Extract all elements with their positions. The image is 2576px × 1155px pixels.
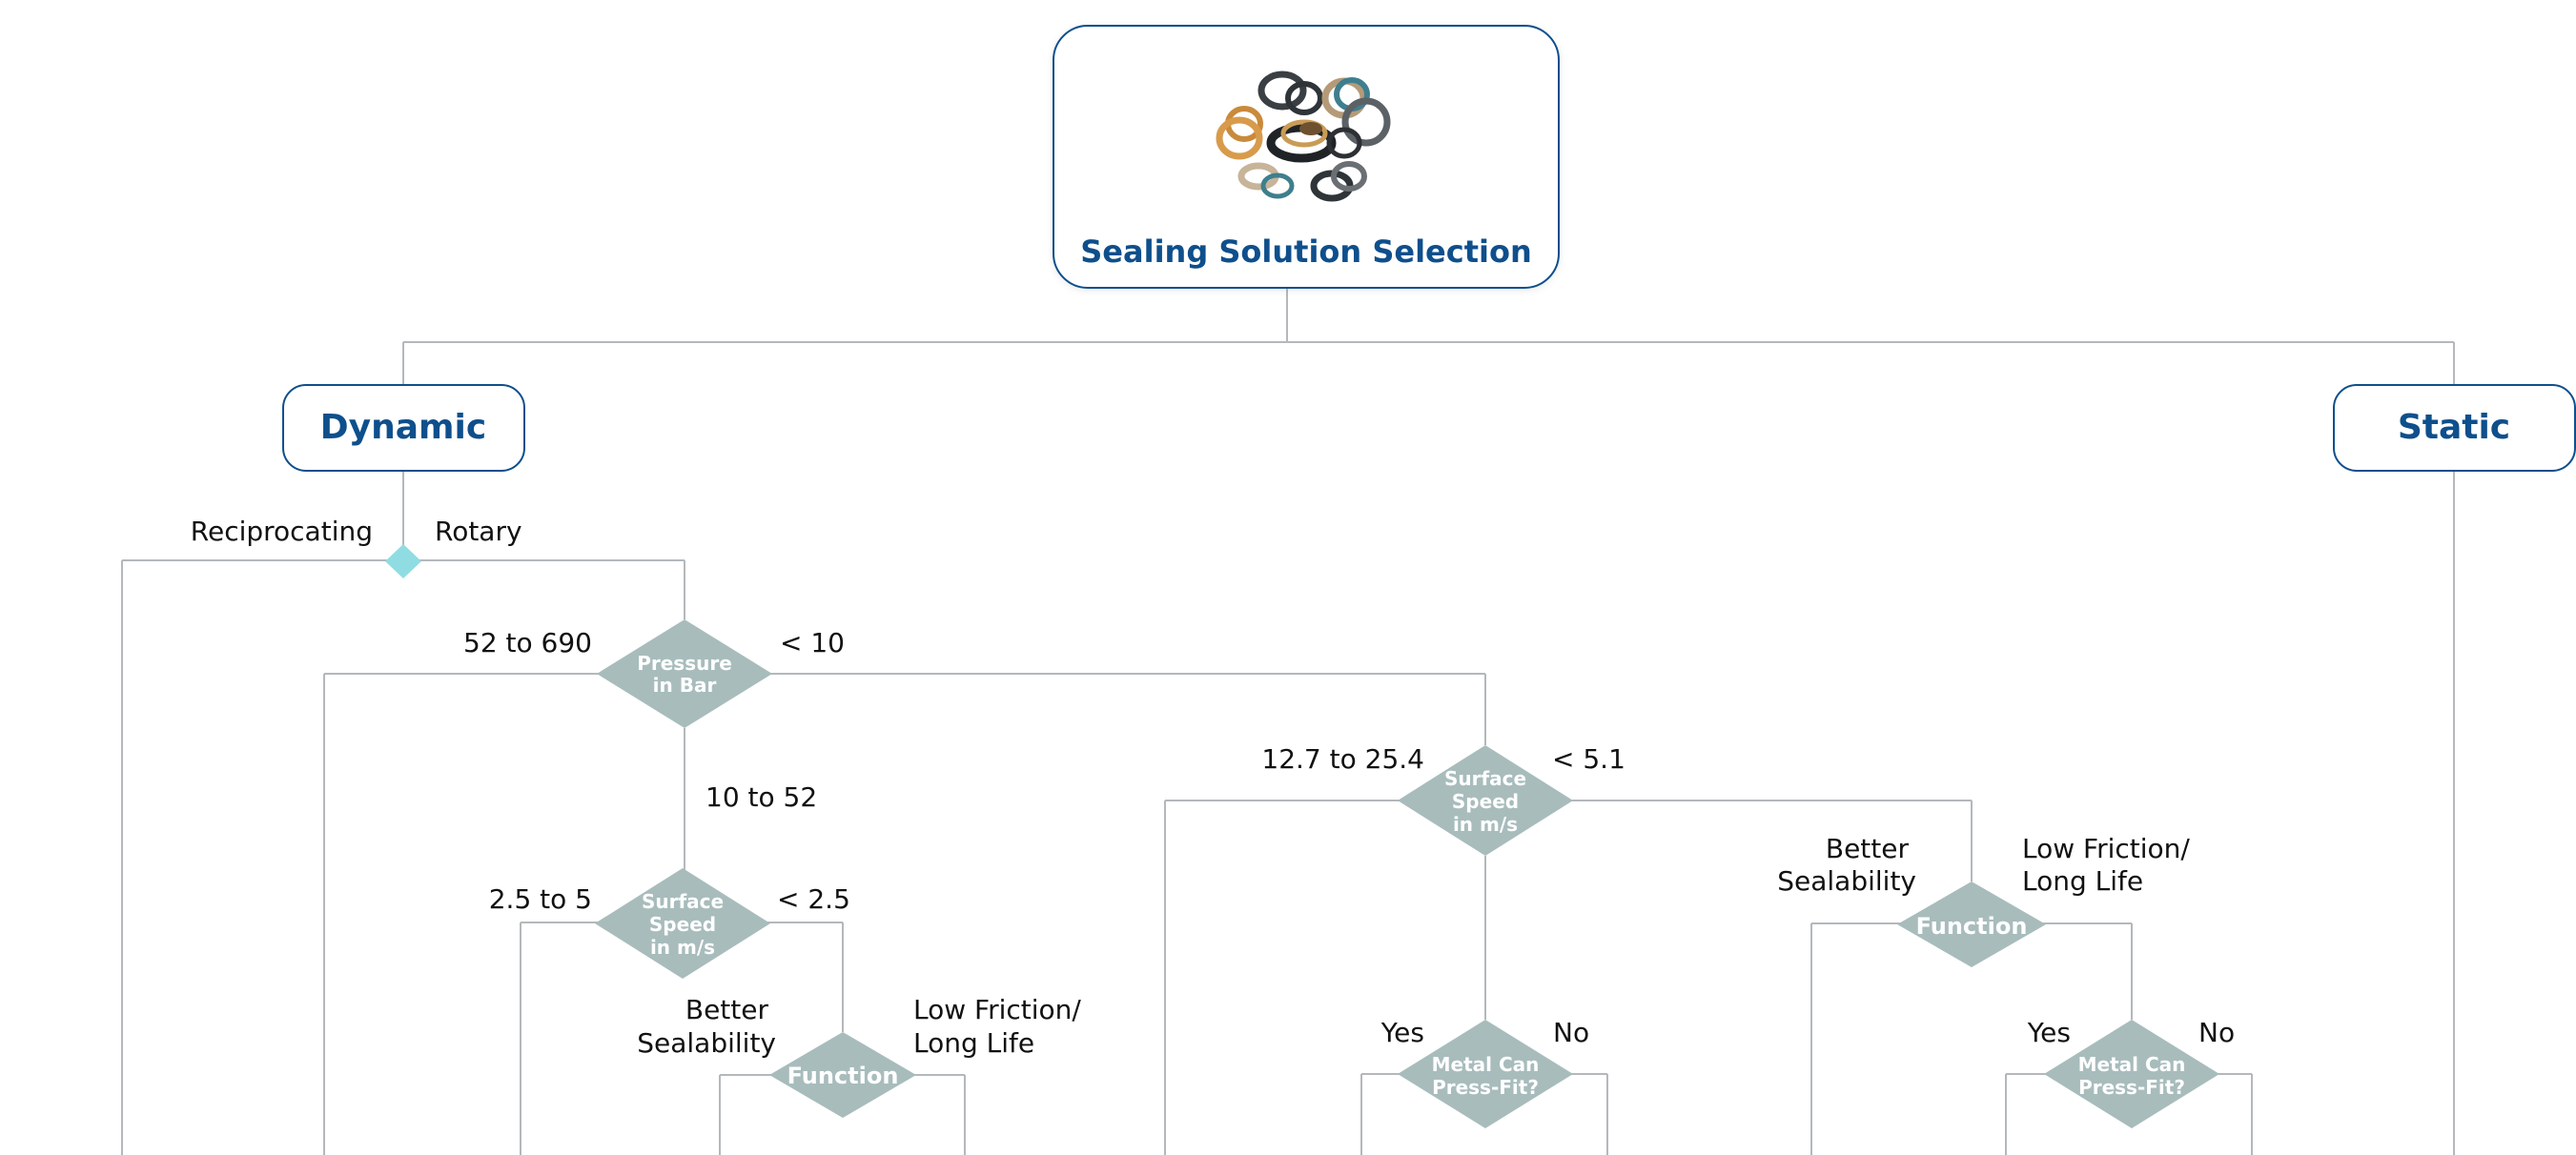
pressure-decision[interactable]: Pressure in Bar xyxy=(597,619,772,728)
speed-left-line-2: Speed xyxy=(649,913,716,936)
seal-rings-image xyxy=(1216,71,1391,202)
func-left-better-line-1: Better xyxy=(685,994,769,1025)
function-left-text: Function xyxy=(787,1063,899,1089)
svg-text:Surface: Surface xyxy=(1444,767,1526,790)
func-right-low-line-1: Low Friction/ xyxy=(2022,833,2190,864)
svg-text:Press-Fit?: Press-Fit? xyxy=(2078,1076,2185,1099)
metal-can-mid-line-1: Metal Can xyxy=(1432,1053,1540,1076)
yes-mid-label: Yes xyxy=(1380,1017,1424,1048)
motion-junction xyxy=(385,544,421,578)
surface-speed-decision-mid[interactable]: Surface Speed in m/s xyxy=(1398,745,1573,856)
static-node[interactable]: Static xyxy=(2333,384,2576,472)
metal-can-decision-mid[interactable]: Metal Can Press-Fit? xyxy=(1398,1020,1573,1128)
surface-speed-decision-left[interactable]: Surface Speed in m/s xyxy=(595,868,770,979)
pressure-low-label: < 10 xyxy=(780,627,845,659)
func-right-better-line-2: Sealability xyxy=(1777,865,1916,897)
svg-text:Speed: Speed xyxy=(1452,790,1519,813)
func-right-better-line-1: Better xyxy=(1826,833,1910,864)
function-decision-left[interactable]: Function xyxy=(769,1032,916,1118)
function-right-text: Function xyxy=(1916,913,2028,940)
speed-mid-line-2: Speed xyxy=(1452,790,1519,813)
func-left-low-line-2: Long Life xyxy=(913,1027,1034,1059)
metal-can-right-line-2: Press-Fit? xyxy=(2078,1076,2185,1099)
no-right-label: No xyxy=(2198,1017,2235,1048)
pressure-mid-label: 10 to 52 xyxy=(705,781,817,813)
rotary-label: Rotary xyxy=(435,516,522,547)
pressure-line-1: Pressure xyxy=(637,652,732,675)
static-title: Static xyxy=(2398,408,2510,447)
func-left-better-line-2: Sealability xyxy=(637,1027,776,1059)
function-decision-right[interactable]: Function xyxy=(1897,881,2046,967)
svg-text:in Bar: in Bar xyxy=(653,674,717,697)
speed-mid-high-label: 12.7 to 25.4 xyxy=(1261,743,1424,775)
func-right-low-line-2: Long Life xyxy=(2022,865,2143,897)
speed-mid-low-label: < 5.1 xyxy=(1552,743,1625,775)
speed-left-high-label: 2.5 to 5 xyxy=(489,883,592,915)
root-node[interactable]: Sealing Solution Selection xyxy=(1053,25,1560,289)
speed-mid-line-1: Surface xyxy=(1444,767,1526,790)
svg-text:in m/s: in m/s xyxy=(1453,813,1518,836)
dynamic-title: Dynamic xyxy=(320,408,486,447)
svg-text:Speed: Speed xyxy=(649,913,716,936)
no-mid-label: No xyxy=(1553,1017,1589,1048)
reciprocating-label: Reciprocating xyxy=(191,516,373,547)
speed-mid-line-3: in m/s xyxy=(1453,813,1518,836)
root-title: Sealing Solution Selection xyxy=(1080,233,1531,270)
func-left-low-line-1: Low Friction/ xyxy=(913,994,1081,1025)
metal-can-decision-right[interactable]: Metal Can Press-Fit? xyxy=(2044,1020,2219,1128)
metal-can-right-line-1: Metal Can xyxy=(2078,1053,2186,1076)
svg-text:Press-Fit?: Press-Fit? xyxy=(1432,1076,1539,1099)
svg-text:Metal Can: Metal Can xyxy=(1432,1053,1540,1076)
svg-text:Pressure: Pressure xyxy=(637,652,732,675)
speed-left-line-3: in m/s xyxy=(650,936,715,959)
speed-left-low-label: < 2.5 xyxy=(777,883,850,915)
pressure-line-2: in Bar xyxy=(653,674,717,697)
speed-left-line-1: Surface xyxy=(642,890,724,913)
svg-text:in m/s: in m/s xyxy=(650,936,715,959)
svg-text:Metal Can: Metal Can xyxy=(2078,1053,2186,1076)
pressure-high-label: 52 to 690 xyxy=(463,627,592,659)
yes-right-label: Yes xyxy=(2027,1017,2071,1048)
metal-can-mid-line-2: Press-Fit? xyxy=(1432,1076,1539,1099)
dynamic-node[interactable]: Dynamic xyxy=(282,384,525,472)
svg-text:Surface: Surface xyxy=(642,890,724,913)
